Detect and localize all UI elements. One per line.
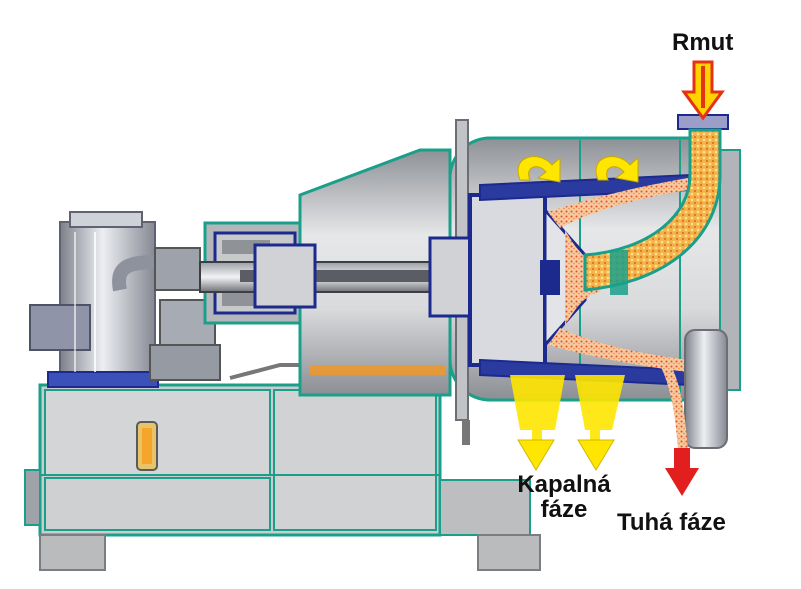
solids-cake (548, 178, 688, 372)
liquid-phase-label-line1: Kapalná (517, 471, 611, 498)
liquid-phase-arrows (510, 375, 625, 471)
hydraulic-unit (112, 247, 305, 381)
solid-phase-arrow (665, 448, 699, 496)
feed-label: Rmut (672, 29, 734, 56)
feed-pipe (583, 114, 729, 295)
feed-arrow (681, 60, 725, 121)
liquid-phase-label-line2: fáze (540, 496, 588, 524)
solids-discharge-chute (660, 329, 728, 452)
drive-motor (29, 211, 159, 388)
sight-glass (136, 421, 158, 471)
solid-phase-label: Tuhá fáze (617, 509, 726, 536)
base-frame (24, 383, 531, 537)
base-feet (39, 534, 541, 571)
circulation-arrows (517, 156, 639, 183)
